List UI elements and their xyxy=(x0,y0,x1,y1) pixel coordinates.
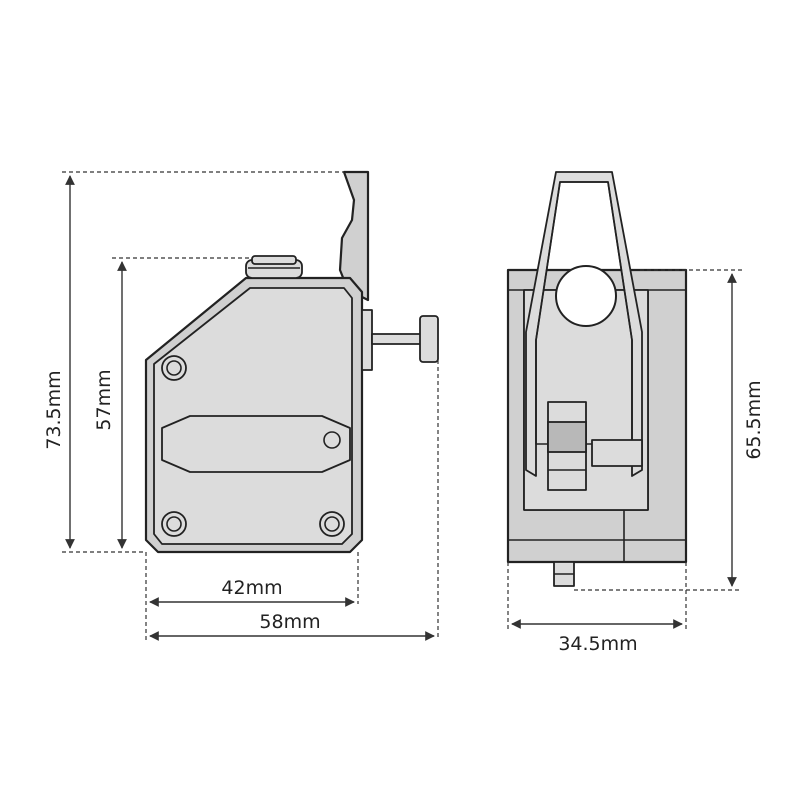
dim-label-body-width: 42mm xyxy=(221,577,282,599)
label-plate xyxy=(161,415,351,473)
dim-label-total-width: 58mm xyxy=(259,611,320,633)
side-gear xyxy=(547,401,643,491)
dim-label-side-height: 65.5mm xyxy=(743,380,765,459)
top-bearing xyxy=(245,255,303,279)
mount-hole-top-left xyxy=(161,355,187,381)
front-dimensions: 73.5mm 57mm 42mm 58mm xyxy=(43,171,439,641)
side-view xyxy=(506,171,688,587)
front-view xyxy=(144,170,439,554)
dim-label-body-height: 57mm xyxy=(93,369,115,430)
side-dimensions: 65.5mm 34.5mm xyxy=(507,269,765,655)
tension-screw xyxy=(361,309,439,371)
lever-arm xyxy=(338,170,370,302)
side-bearing xyxy=(555,265,617,327)
mount-hole-bottom-left xyxy=(161,511,187,537)
side-filament-fitting xyxy=(553,561,575,587)
dim-label-total-height: 73.5mm xyxy=(43,370,65,449)
mount-hole-bottom-right xyxy=(319,511,345,537)
dim-label-side-width: 34.5mm xyxy=(558,633,637,655)
